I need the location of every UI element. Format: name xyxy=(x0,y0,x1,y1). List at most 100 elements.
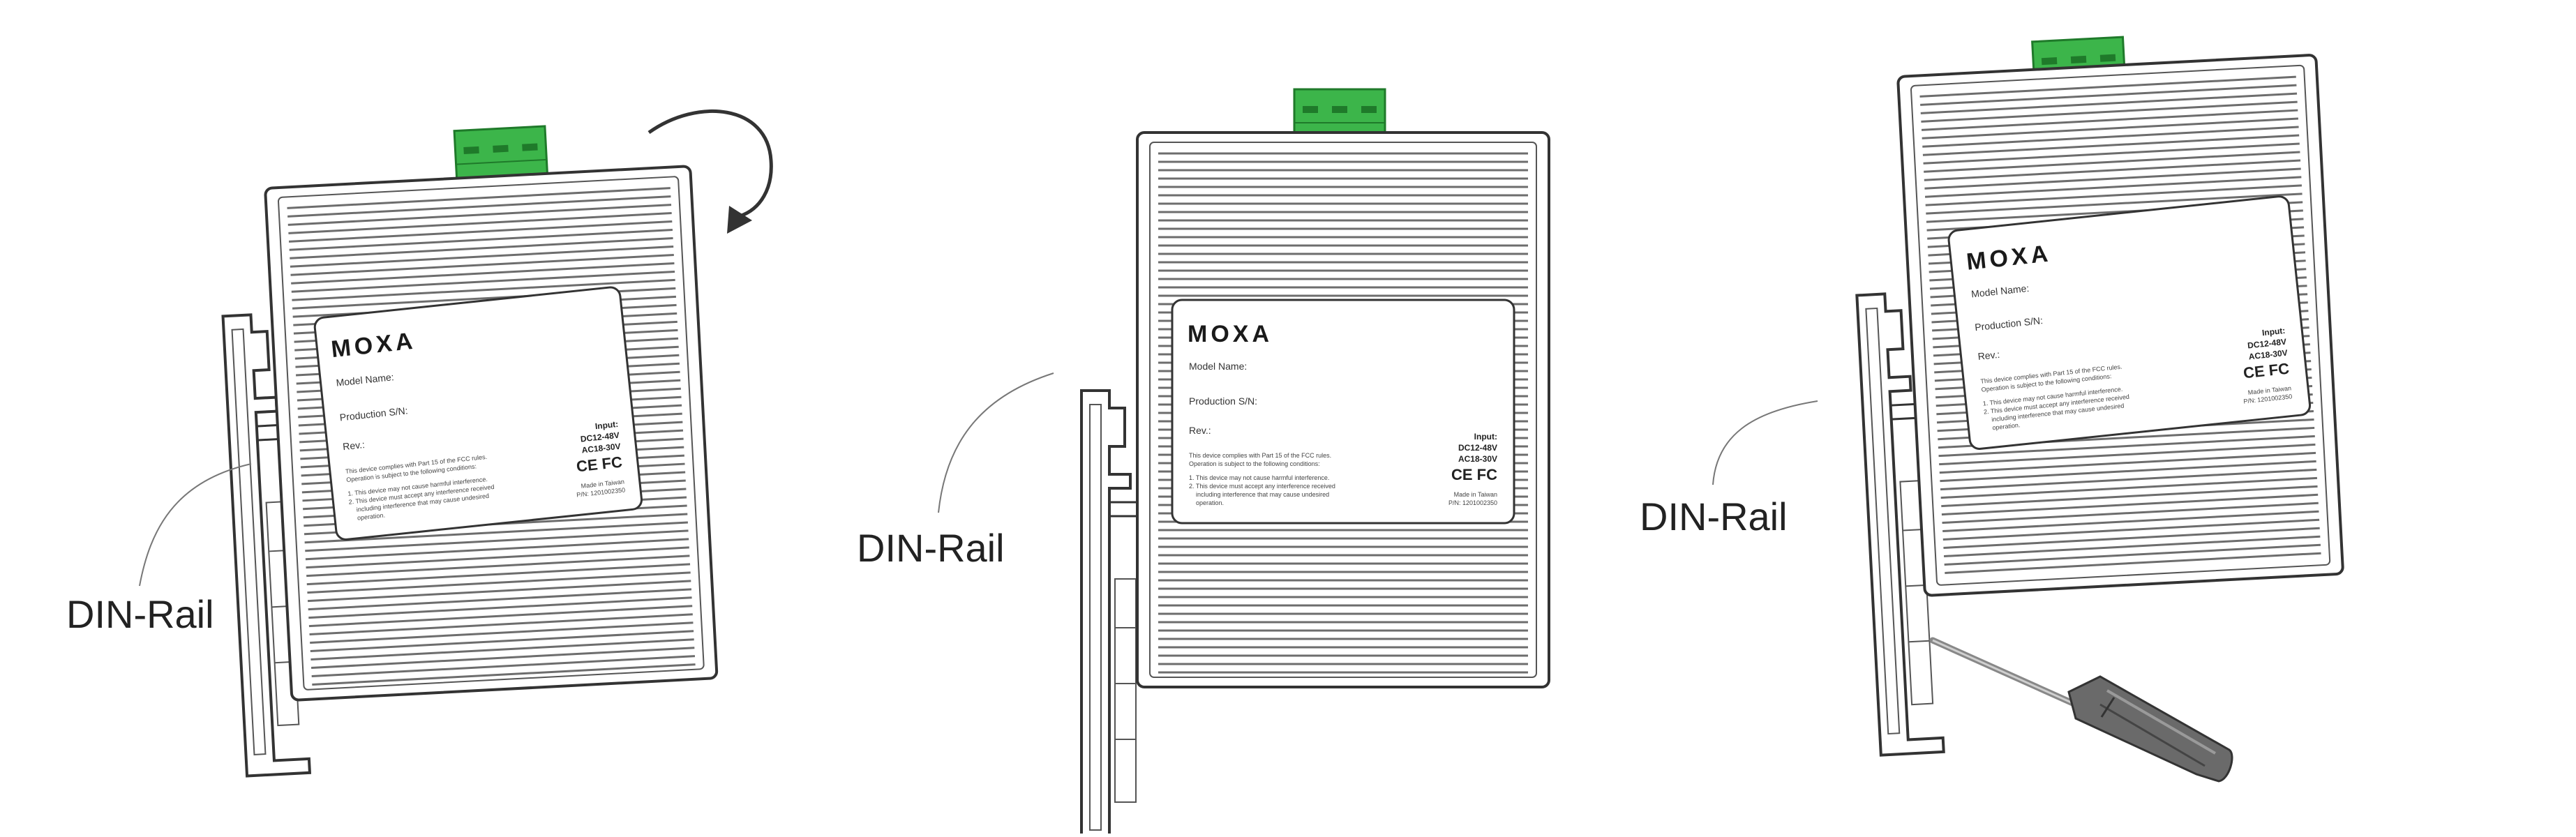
cooling-fin xyxy=(1925,184,2302,206)
cooling-fin xyxy=(310,621,694,644)
label-input-ac: AC18-30V xyxy=(1458,454,1497,464)
cooling-fin xyxy=(306,563,691,586)
device-step-3: MOXA Model Name: Production S/N: Rev.: T… xyxy=(1844,36,2344,755)
cooling-fin xyxy=(292,278,675,301)
cooling-fin xyxy=(291,270,675,293)
cooling-fin xyxy=(1924,167,2301,190)
cooling-fin xyxy=(1921,109,2298,131)
terminal-block xyxy=(1293,88,1386,140)
cooling-fin xyxy=(309,613,693,636)
cooling-fin xyxy=(1943,527,2320,549)
label-input-title: Input: xyxy=(1474,432,1497,442)
cooling-fin xyxy=(289,229,673,251)
din-rail-clip xyxy=(1080,389,1146,837)
callout-label-3: DIN-Rail xyxy=(1640,495,1788,538)
label-rev: Rev.: xyxy=(342,439,365,452)
label-fcc-line2: Operation is subject to the following co… xyxy=(1189,460,1320,467)
label-part-number: P/N: 1201002350 xyxy=(1448,499,1497,506)
cooling-fin xyxy=(310,630,694,653)
cooling-fin xyxy=(307,580,691,603)
cooling-fin xyxy=(308,588,691,611)
cooling-fin xyxy=(1922,126,2299,148)
screwdriver-icon xyxy=(1929,637,2233,783)
label-rev: Rev.: xyxy=(1977,349,2000,362)
label-condition-2c: operation. xyxy=(1196,499,1224,506)
rotation-arrow-icon xyxy=(647,109,773,234)
cooling-fin xyxy=(1924,176,2302,198)
callout-din-rail-2: DIN-Rail xyxy=(857,372,1054,570)
cooling-fin xyxy=(288,220,673,243)
cooling-fin xyxy=(1945,552,2321,574)
product-label: MOXA Model Name: Production S/N: Rev.: T… xyxy=(313,286,643,541)
product-label: MOXA Model Name: Production S/N: Rev.: T… xyxy=(1171,299,1515,525)
label-rev: Rev.: xyxy=(1189,425,1211,436)
label-condition-2b: including interference that may cause un… xyxy=(1196,491,1329,498)
label-input-dc: DC12-48V xyxy=(2247,337,2286,351)
callout-din-rail-3: DIN-Rail xyxy=(1640,400,1818,538)
cooling-fin xyxy=(1942,510,2319,533)
label-input-title: Input: xyxy=(594,419,619,431)
cooling-fin xyxy=(308,596,692,619)
cooling-fin xyxy=(305,538,689,561)
label-brand: MOXA xyxy=(1188,321,1273,347)
label-condition-2c: operation. xyxy=(357,512,386,522)
cooling-fin xyxy=(1922,117,2299,140)
cooling-fin xyxy=(306,546,689,569)
cooling-fin xyxy=(1938,435,2315,458)
cooling-fin xyxy=(1940,468,2317,491)
cooling-fin xyxy=(305,529,689,552)
cooling-fin xyxy=(1942,518,2320,541)
device-step-2: MOXA Model Name: Production S/N: Rev.: T… xyxy=(1080,88,1550,837)
cooling-fin xyxy=(1939,451,2316,474)
cooling-fin xyxy=(1922,134,2300,156)
cooling-fin xyxy=(308,605,693,628)
cooling-fin xyxy=(1944,543,2321,566)
cooling-fin xyxy=(304,521,688,544)
cooling-fin xyxy=(291,262,675,285)
terminal-block xyxy=(453,125,549,181)
cooling-fin xyxy=(311,655,696,677)
cooling-fin xyxy=(287,187,671,209)
cooling-fin xyxy=(310,638,694,661)
cooling-fin xyxy=(1939,443,2316,466)
cooling-fin xyxy=(288,212,672,234)
cooling-fin xyxy=(287,195,671,218)
label-input-ac: AC18-30V xyxy=(2248,348,2288,362)
label-input-title: Input: xyxy=(2261,326,2286,338)
label-model-name: Model Name: xyxy=(1189,361,1247,372)
device-step-1: MOXA Model Name: Production S/N: Rev.: T… xyxy=(214,125,719,776)
cooling-fin xyxy=(290,245,674,268)
cooling-fin xyxy=(1941,485,2318,508)
cooling-fin xyxy=(307,571,691,594)
cooling-fin xyxy=(1920,92,2298,114)
label-input-dc: DC12-48V xyxy=(1458,443,1497,453)
cooling-fin xyxy=(290,253,674,276)
label-made-in: Made in Taiwan xyxy=(1454,491,1497,498)
cooling-fin xyxy=(1919,75,2296,98)
label-input-ac: AC18-30V xyxy=(581,442,621,455)
label-fcc-line1: This device complies with Part 15 of the… xyxy=(1189,452,1331,459)
callout-din-rail-1: DIN-Rail xyxy=(66,463,252,636)
label-input-dc: DC12-48V xyxy=(580,430,620,444)
cooling-fin xyxy=(287,204,672,226)
cooling-fin xyxy=(1924,151,2300,173)
label-certification-marks: CE FC xyxy=(1451,466,1497,483)
cooling-fin xyxy=(312,663,696,686)
cooling-fin xyxy=(306,555,690,578)
callout-label-2: DIN-Rail xyxy=(857,526,1005,570)
cooling-fin xyxy=(1940,476,2318,499)
cooling-fin xyxy=(1923,142,2300,165)
cooling-fin xyxy=(1941,493,2319,516)
cooling-fin xyxy=(1924,159,2301,181)
cooling-fin xyxy=(1943,535,2321,557)
cooling-fin xyxy=(1926,193,2302,215)
product-label: MOXA Model Name: Production S/N: Rev.: T… xyxy=(1947,195,2312,450)
cooling-fin xyxy=(290,237,673,259)
cooling-fin xyxy=(310,647,695,669)
cooling-fin xyxy=(1942,502,2319,525)
cooling-fin xyxy=(1921,100,2298,123)
cooling-fin xyxy=(1940,460,2316,483)
label-condition-2a: 2. This device must accept any interfere… xyxy=(1189,483,1335,490)
